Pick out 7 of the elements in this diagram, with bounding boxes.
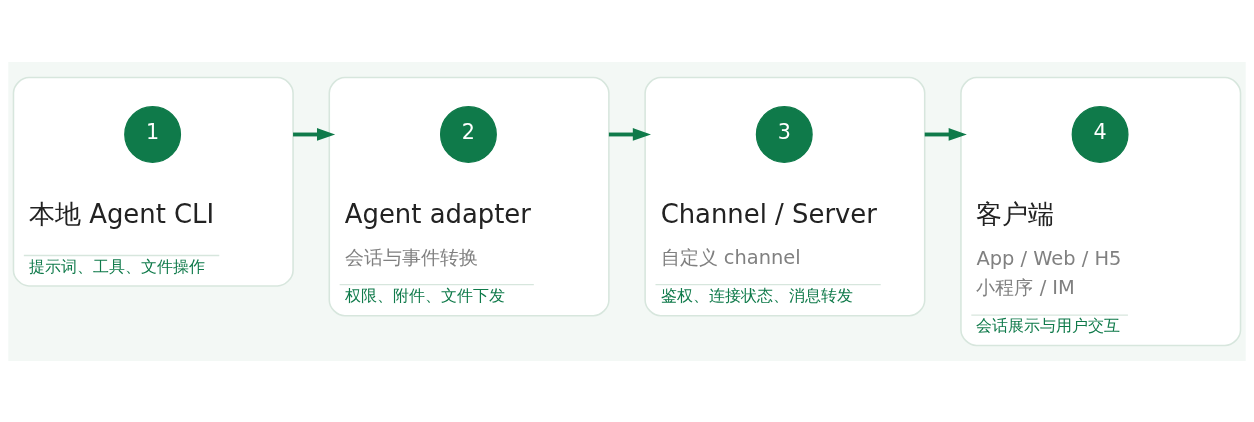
node-circle: 4 <box>1071 105 1129 163</box>
arrow <box>608 127 651 141</box>
node-circle: 2 <box>439 105 497 163</box>
node-circle: 3 <box>755 105 813 163</box>
node-circle: 1 <box>124 105 182 163</box>
arrow <box>924 127 967 141</box>
arrow <box>293 127 336 141</box>
